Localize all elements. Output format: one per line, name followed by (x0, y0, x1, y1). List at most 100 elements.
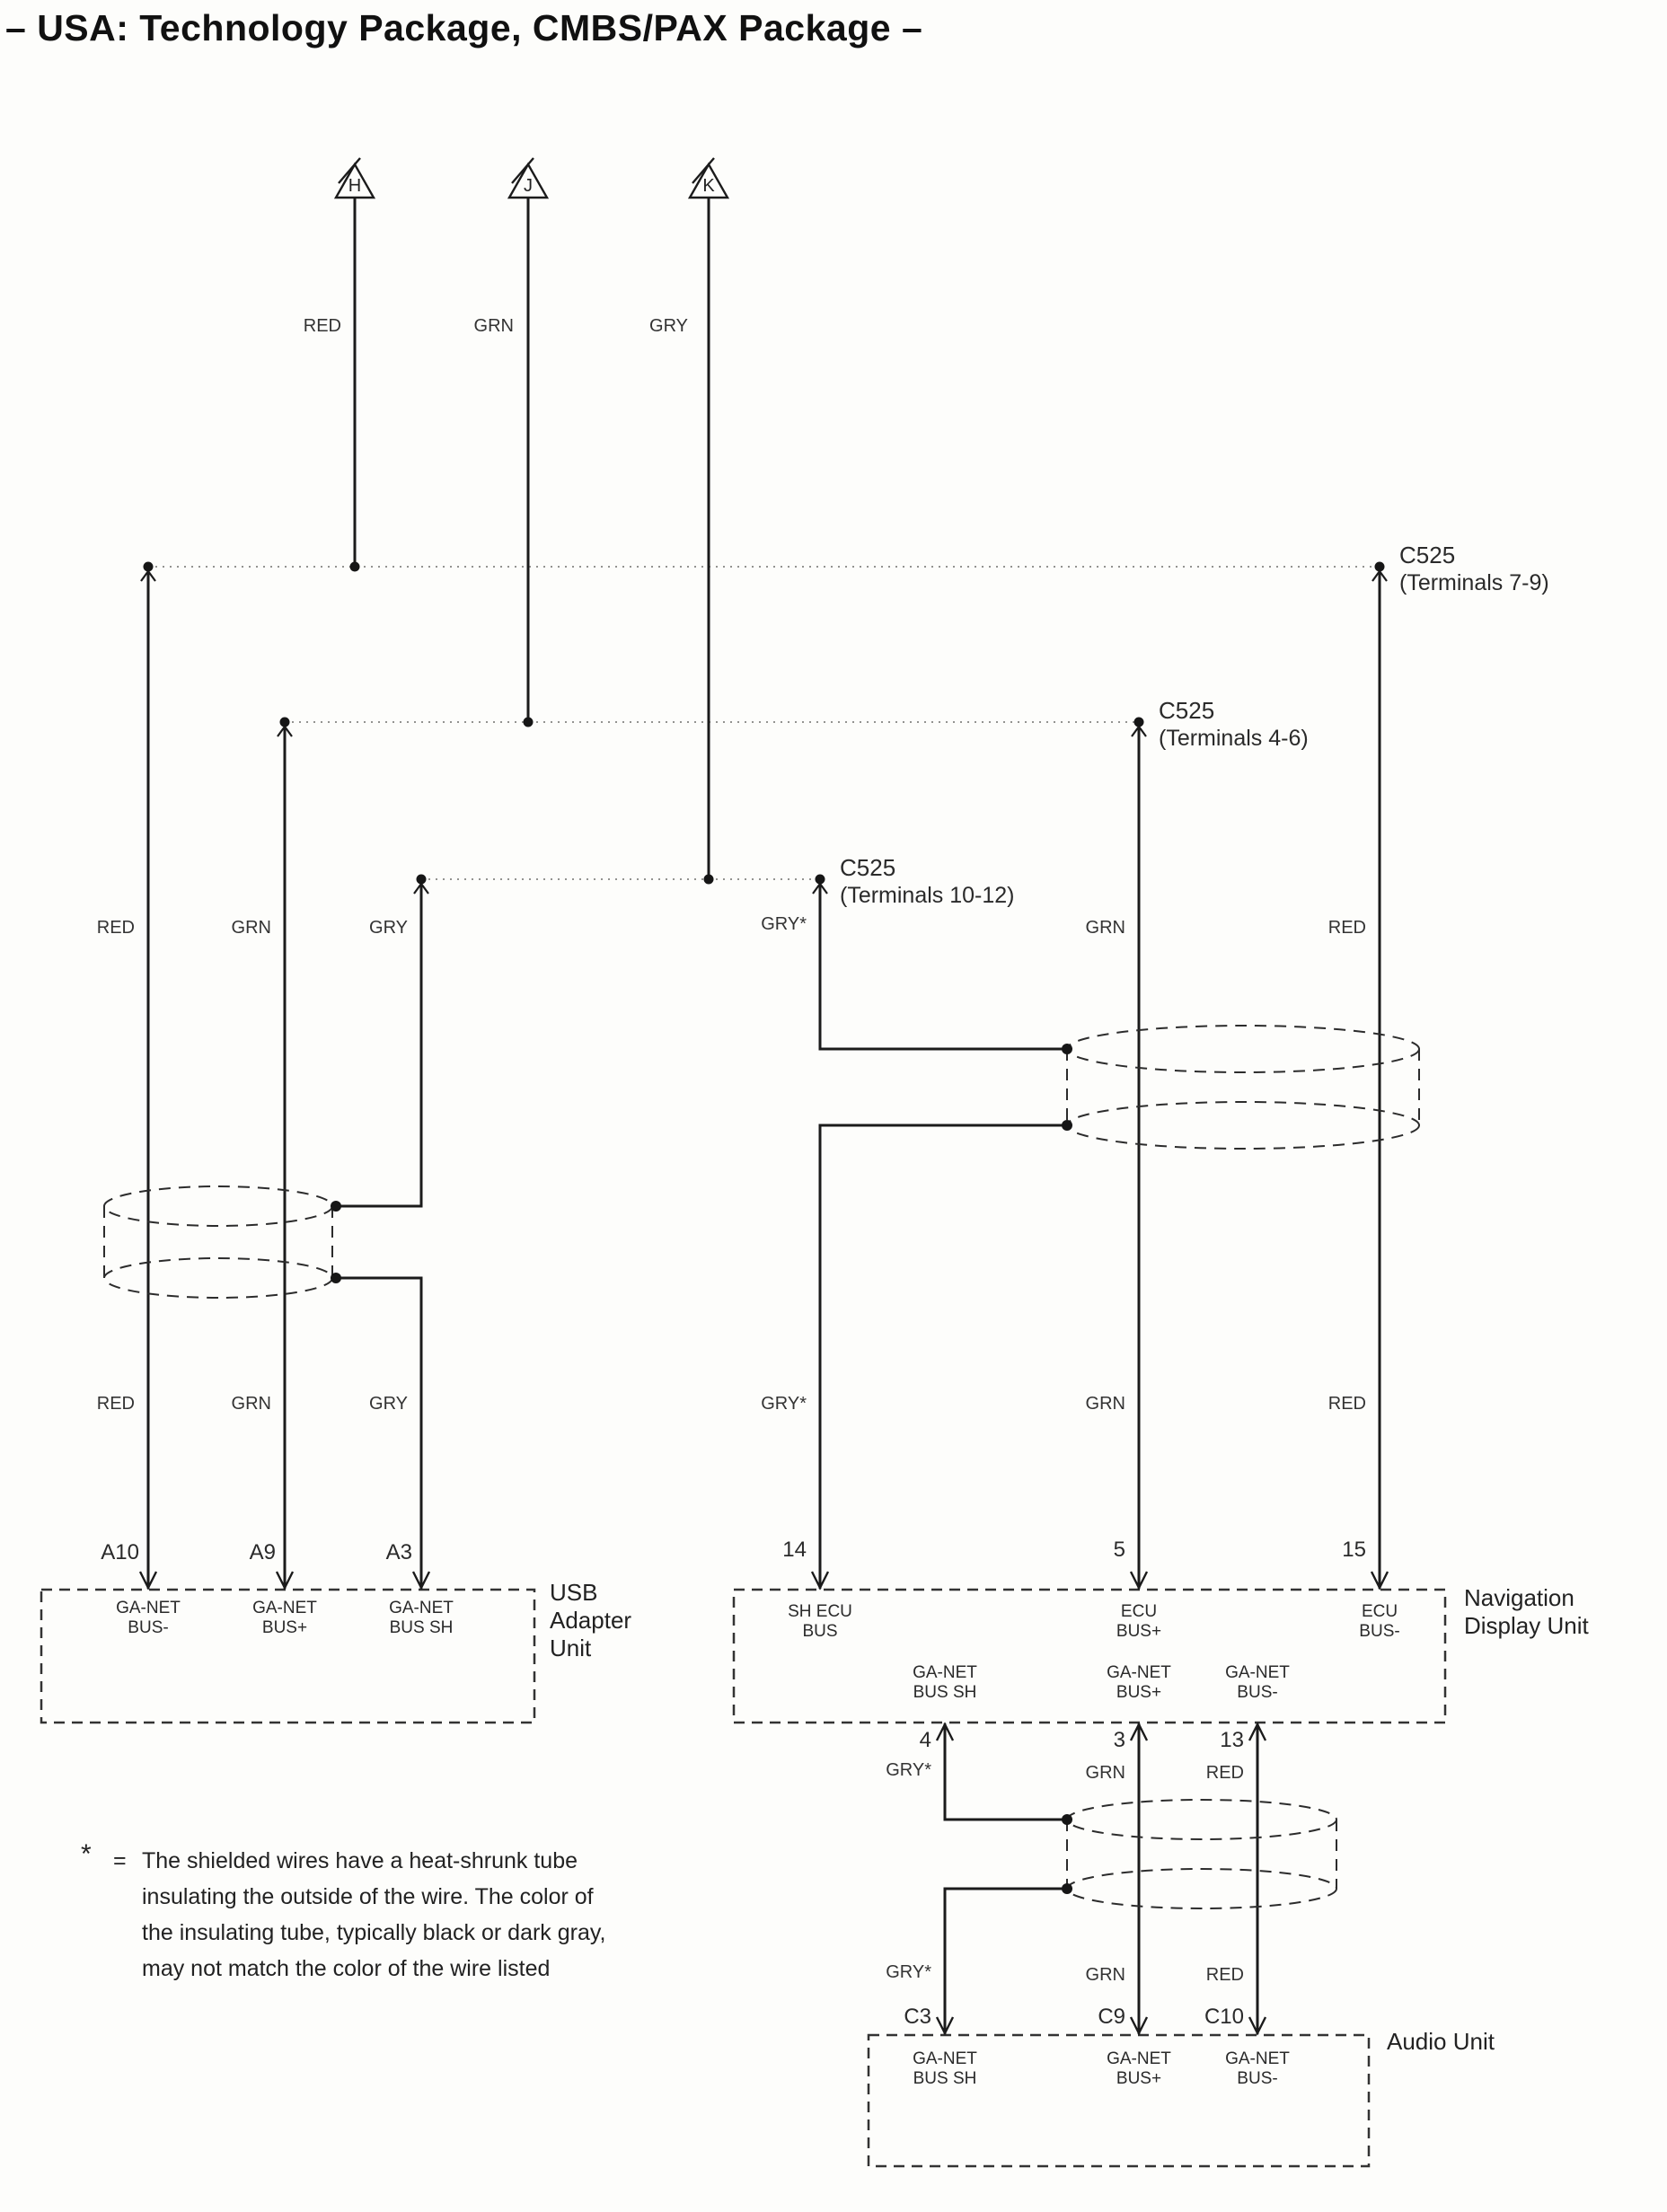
nav-pin-label: SH ECU BUS (788, 1602, 852, 1642)
usb-pin-label: GA-NET BUS+ (252, 1599, 317, 1638)
pin-label-line1: GA-NET (252, 1599, 317, 1617)
pin-label-line2: BUS SH (913, 1683, 977, 1702)
junction-dots (143, 561, 1385, 1894)
pin-id-c10: C10 (1204, 2005, 1244, 2029)
pin-label-line1: GA-NET (913, 1663, 977, 1682)
offpage-connector-k-label: K (702, 176, 715, 196)
pin-label-line2: BUS- (128, 1618, 169, 1637)
offpage-triangles (333, 157, 730, 199)
navigation-display-unit-name: Navigation Display Unit (1464, 1584, 1589, 1640)
footnote-asterisk: * (81, 1839, 92, 1869)
wire-label-red: RED (96, 918, 135, 938)
usb-adapter-unit-name: USB Adapter Unit (550, 1579, 631, 1662)
usb-pin-label: GA-NET BUS- (116, 1599, 181, 1638)
audio-unit-name: Audio Unit (1387, 2028, 1495, 2055)
footnote-line: may not match the color of the wire list… (142, 1956, 551, 1981)
usb-adapter-unit-box (40, 1588, 536, 1724)
pin-label-line2: BUS- (1237, 1683, 1278, 1702)
pin-label-line1: GA-NET (389, 1599, 454, 1617)
pin-id-4: 4 (919, 1728, 931, 1752)
wire-label-gry: GRY (369, 1394, 408, 1414)
pin-label-line2: BUS- (1359, 1622, 1400, 1641)
pin-label-line1: GA-NET (1225, 2049, 1290, 2068)
pin-label-line1: GA-NET (1107, 1663, 1171, 1682)
pin-label-line2: BUS+ (1116, 1683, 1162, 1702)
connector-callout-c525-4-6: C525 (Terminals 4-6) (1159, 697, 1309, 753)
nav-pin-label: ECU BUS- (1359, 1602, 1399, 1642)
pin-label-line1: GA-NET (1225, 1663, 1290, 1682)
pin-label-line1: GA-NET (1107, 2049, 1171, 2068)
pin-id-13: 13 (1220, 1728, 1244, 1752)
pin-label-line1: GA-NET (913, 2049, 977, 2068)
pin-label-line1: ECU (1120, 1602, 1158, 1621)
pin-id-14: 14 (782, 1538, 807, 1562)
wire-label-grn: GRN (1085, 1394, 1125, 1414)
pin-id-3: 3 (1113, 1728, 1125, 1752)
connector-dotted-lines (148, 566, 1380, 880)
pin-label-line1: ECU (1361, 1602, 1398, 1621)
unit-name-line: Display Unit (1464, 1612, 1589, 1639)
wire-label-gry: GRY (649, 316, 688, 336)
footnote-line: insulating the outside of the wire. The … (142, 1884, 594, 1909)
connector-name: C525 (840, 854, 896, 881)
connector-terminals: (Terminals 7-9) (1399, 570, 1549, 595)
nav-pin-label: GA-NET BUS+ (1107, 1663, 1171, 1703)
offpage-connector-h-label: H (348, 176, 362, 196)
triangle-k (687, 162, 730, 199)
pin-id-a3: A3 (385, 1540, 412, 1564)
wire-label-red: RED (1327, 918, 1366, 938)
wire-label-red: RED (96, 1394, 135, 1414)
wire-label-red: RED (1205, 1965, 1244, 1985)
wire-label-gry: GRY (369, 918, 408, 938)
pin-label-line2: BUS+ (1116, 1622, 1162, 1641)
pin-id-5: 5 (1113, 1538, 1125, 1562)
pin-id-c3: C3 (904, 2005, 931, 2029)
wire-label-gry-shielded: GRY* (886, 1962, 931, 1982)
pin-label-line2: BUS+ (261, 1618, 308, 1637)
connector-callout-c525-7-9: C525 (Terminals 7-9) (1399, 542, 1549, 597)
footnote-line: The shielded wires have a heat-shrunk tu… (142, 1848, 578, 1873)
navigation-display-unit-box (732, 1588, 1447, 1724)
pin-label-line2: BUS- (1237, 2069, 1278, 2088)
page-title: – USA: Technology Package, CMBS/PAX Pack… (5, 7, 923, 48)
connector-callout-c525-10-12: C525 (Terminals 10-12) (840, 854, 1015, 910)
triangle-j (507, 162, 550, 199)
wire-label-grn: GRN (1085, 1763, 1125, 1783)
footnote-line: the insulating tube, typically black or … (142, 1920, 606, 1945)
nav-pin-label: GA-NET BUS- (1225, 1663, 1290, 1703)
audio-pin-label: GA-NET BUS SH (913, 2049, 977, 2089)
unit-boxes (40, 1588, 1447, 2168)
connector-terminals: (Terminals 10-12) (840, 883, 1015, 908)
wire-label-grn: GRN (473, 316, 514, 336)
wire-label-gry-shielded: GRY* (761, 1394, 807, 1414)
pin-label-line2: BUS (802, 1622, 838, 1641)
wire-label-grn: GRN (231, 918, 271, 938)
offpage-connector-j-label: J (524, 176, 533, 196)
triangle-h (333, 162, 376, 199)
wire-label-grn: GRN (231, 1394, 271, 1414)
pin-label-line1: GA-NET (116, 1599, 181, 1617)
pin-label-line1: SH ECU (788, 1602, 852, 1621)
connector-terminals: (Terminals 4-6) (1159, 726, 1309, 751)
unit-name-line: Adapter (550, 1607, 632, 1634)
pin-id-a10: A10 (101, 1540, 139, 1564)
wire-label-red: RED (1327, 1394, 1366, 1414)
pin-id-15: 15 (1342, 1538, 1366, 1562)
pin-arrows (138, 1571, 1389, 2036)
audio-pin-label: GA-NET BUS- (1225, 2049, 1290, 2089)
nav-pin-label: ECU BUS+ (1116, 1602, 1161, 1642)
wire-label-gry-shielded: GRY* (761, 914, 807, 934)
usb-pin-label: GA-NET BUS SH (389, 1599, 454, 1638)
pin-label-line2: BUS SH (913, 2069, 977, 2088)
unit-name-line: USB (550, 1579, 598, 1606)
pin-label-line2: BUS SH (389, 1618, 454, 1637)
wire-label-grn: GRN (1085, 918, 1125, 938)
wire-label-red: RED (303, 316, 341, 336)
audio-pin-label: GA-NET BUS+ (1107, 2049, 1171, 2089)
pin-id-a9: A9 (249, 1540, 276, 1564)
footnote-text: The shielded wires have a heat-shrunk tu… (142, 1843, 605, 1987)
connector-name: C525 (1159, 697, 1215, 724)
connector-name: C525 (1399, 542, 1456, 568)
